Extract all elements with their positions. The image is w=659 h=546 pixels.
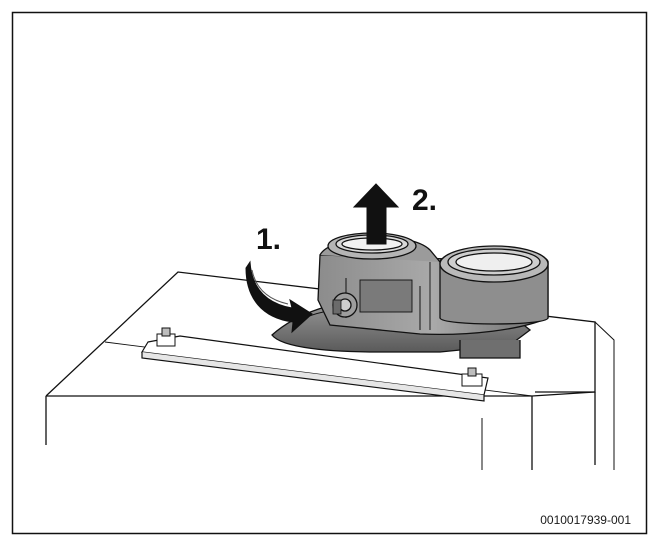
figure-border — [11, 11, 648, 535]
step-2-label: 2. — [412, 184, 437, 217]
rail-clip-right — [461, 367, 483, 387]
figure-id-label: 0010017939-001 — [540, 513, 631, 527]
rotate-arrow-icon — [245, 260, 313, 334]
flue-gas-adapter — [271, 232, 549, 359]
rail-clip-left — [156, 327, 176, 347]
lift-arrow-icon — [352, 183, 400, 245]
step-1-label: 1. — [256, 223, 281, 256]
